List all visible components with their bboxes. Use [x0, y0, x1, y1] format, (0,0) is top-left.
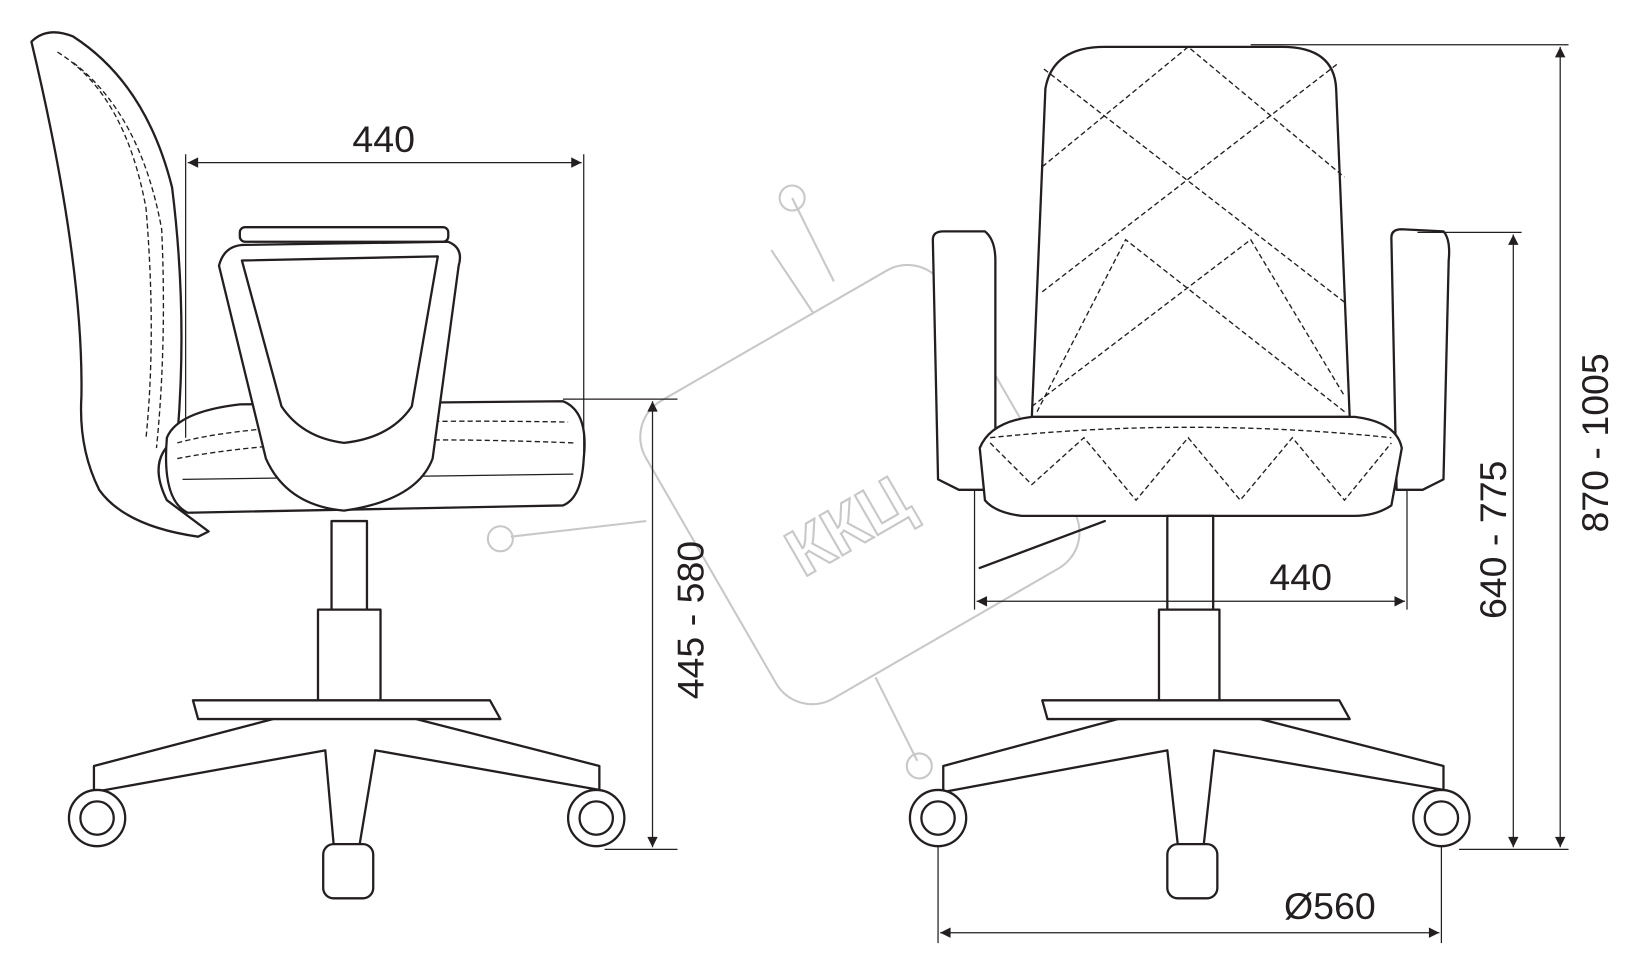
- dimension-lines: [185, 44, 1569, 944]
- seat-height-label: 445 - 580: [670, 541, 712, 699]
- side-depth-label: 440: [352, 118, 415, 160]
- side-view-chair: [30, 31, 626, 900]
- base-diameter-label: Ø560: [1284, 885, 1376, 927]
- total-height-label: 870 - 1005: [1574, 353, 1616, 532]
- watermark-text: ККЦ: [774, 462, 924, 591]
- armrest-height-label: 640 - 775: [1472, 461, 1514, 619]
- front-width-label: 440: [1269, 556, 1332, 598]
- front-view-chair: [908, 45, 1471, 900]
